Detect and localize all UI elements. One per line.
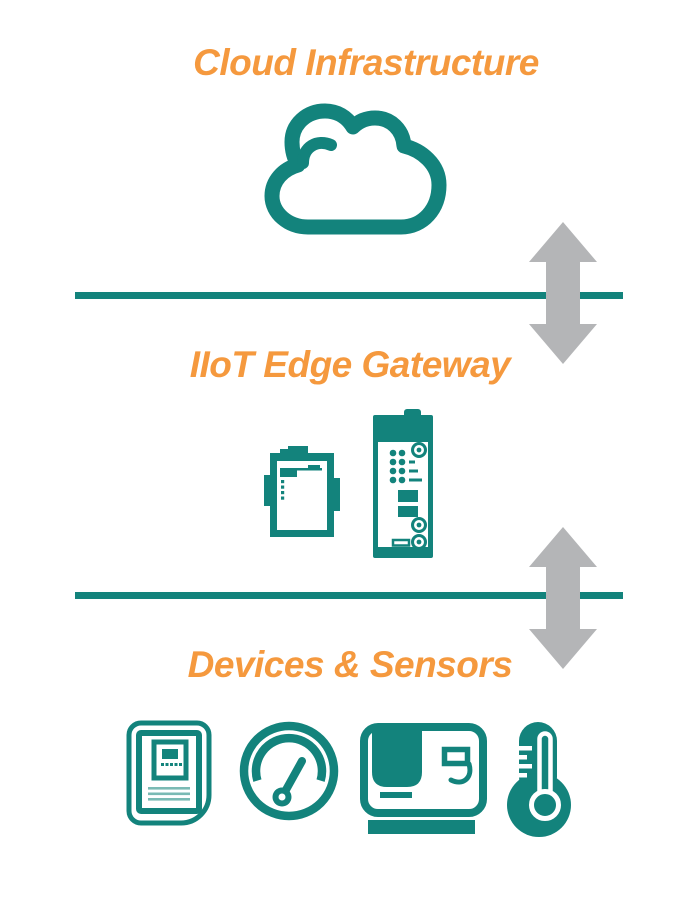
- devices-layer-title: Devices & Sensors: [187, 644, 513, 685]
- din-rail-gateway-icon: [373, 409, 433, 558]
- drive-panel-icon: [126, 720, 212, 826]
- cloud-layer-title: Cloud Infrastructure: [193, 42, 539, 83]
- cloud-icon: [264, 103, 447, 235]
- divider-line-2: [75, 592, 623, 599]
- cloud-highlight-arc: [297, 137, 337, 169]
- gauge-icon: [239, 721, 339, 821]
- bidirectional-arrow-1: [529, 222, 597, 364]
- machine-icon: [360, 723, 487, 834]
- gateway-layer-title: IIoT Edge Gateway: [189, 344, 511, 385]
- divider-line-1: [75, 292, 623, 299]
- compact-gateway-icon: [264, 446, 340, 537]
- bidirectional-arrow-2: [529, 527, 597, 669]
- thermometer-icon: [507, 722, 571, 837]
